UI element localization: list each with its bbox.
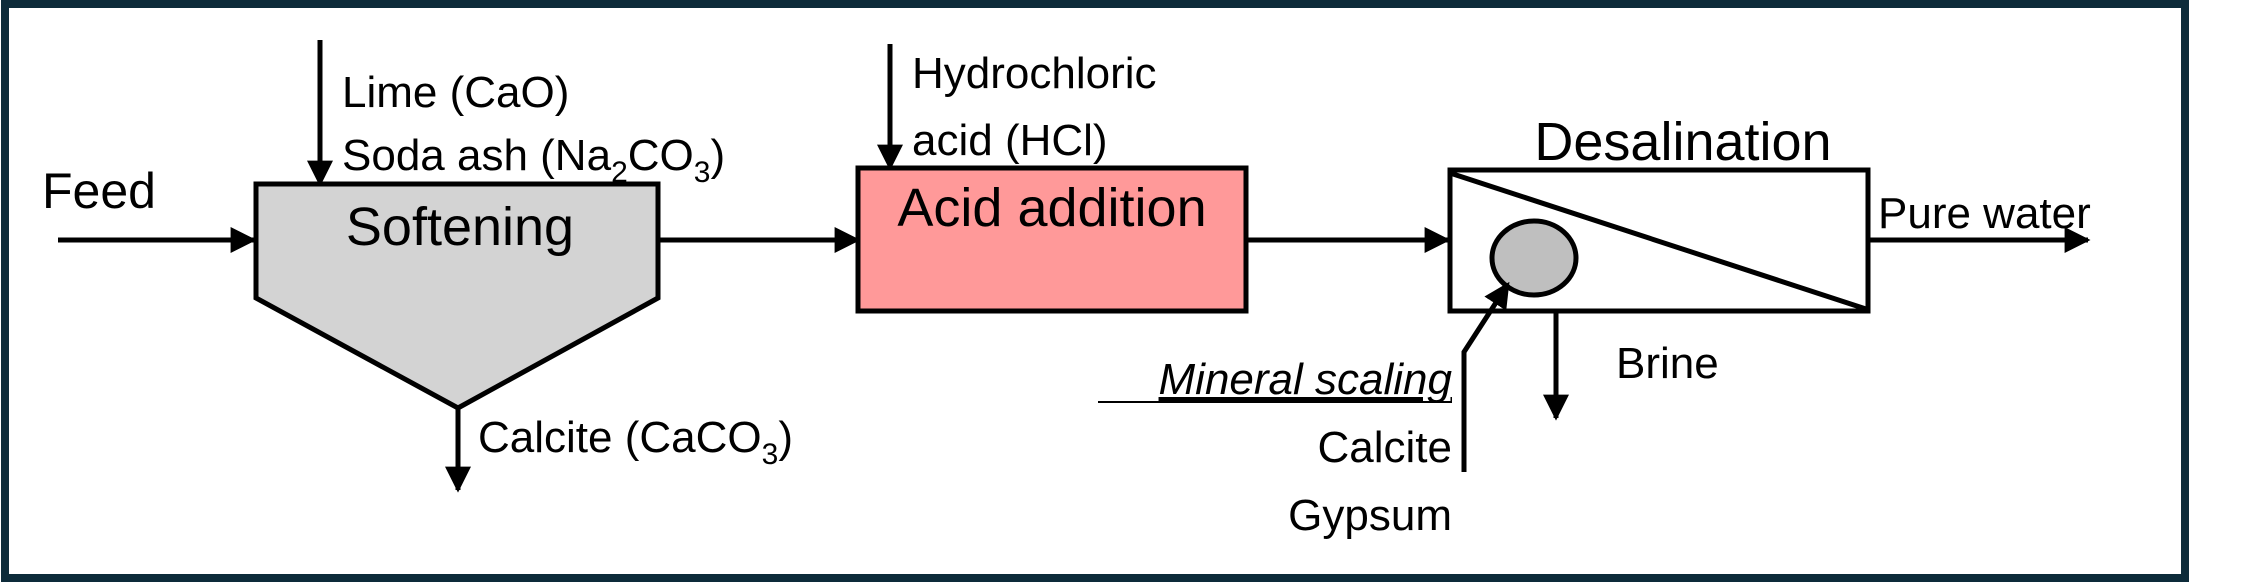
lime-label: Lime (CaO) [342,68,569,117]
soda-ash-suffix: ) [710,131,725,180]
acid-addition-label: Acid addition [897,178,1206,238]
mineral-scaling-label: Mineral scaling [1159,355,1453,404]
scaling-pointer-arrow [1461,281,1511,472]
hcl-label-line1: Hydrochloric [912,49,1157,98]
scaling-calcite-label: Calcite [1318,423,1453,472]
feed-label: Feed [42,163,156,219]
softening-label: Softening [346,197,574,257]
calcite-suffix: ) [778,413,793,462]
acid-addition-unit [855,165,1249,314]
scaling-gypsum-label: Gypsum [1288,491,1452,540]
softening-unit [253,181,661,411]
pure-water-label: Pure water [1878,189,2091,238]
hcl-label-line2: acid (HCl) [912,116,1108,165]
desalination-label: Desalination [1534,112,1831,172]
calcite-label: Calcite (CaCO3) [478,413,793,471]
brine-label: Brine [1616,339,1719,388]
soda-ash-sub2: 3 [694,156,711,189]
calcite-prefix: Calcite (CaCO [478,413,762,462]
soda-ash-mid: CO [628,131,694,180]
soda-ash-prefix: Soda ash (Na [342,131,612,180]
soda-ash-sub1: 2 [611,156,628,189]
scale-particle [1489,218,1579,298]
calcite-sub: 3 [762,438,779,471]
soda-ash-label: Soda ash (Na2CO3) [342,131,725,189]
membrane-line [1449,170,1867,312]
